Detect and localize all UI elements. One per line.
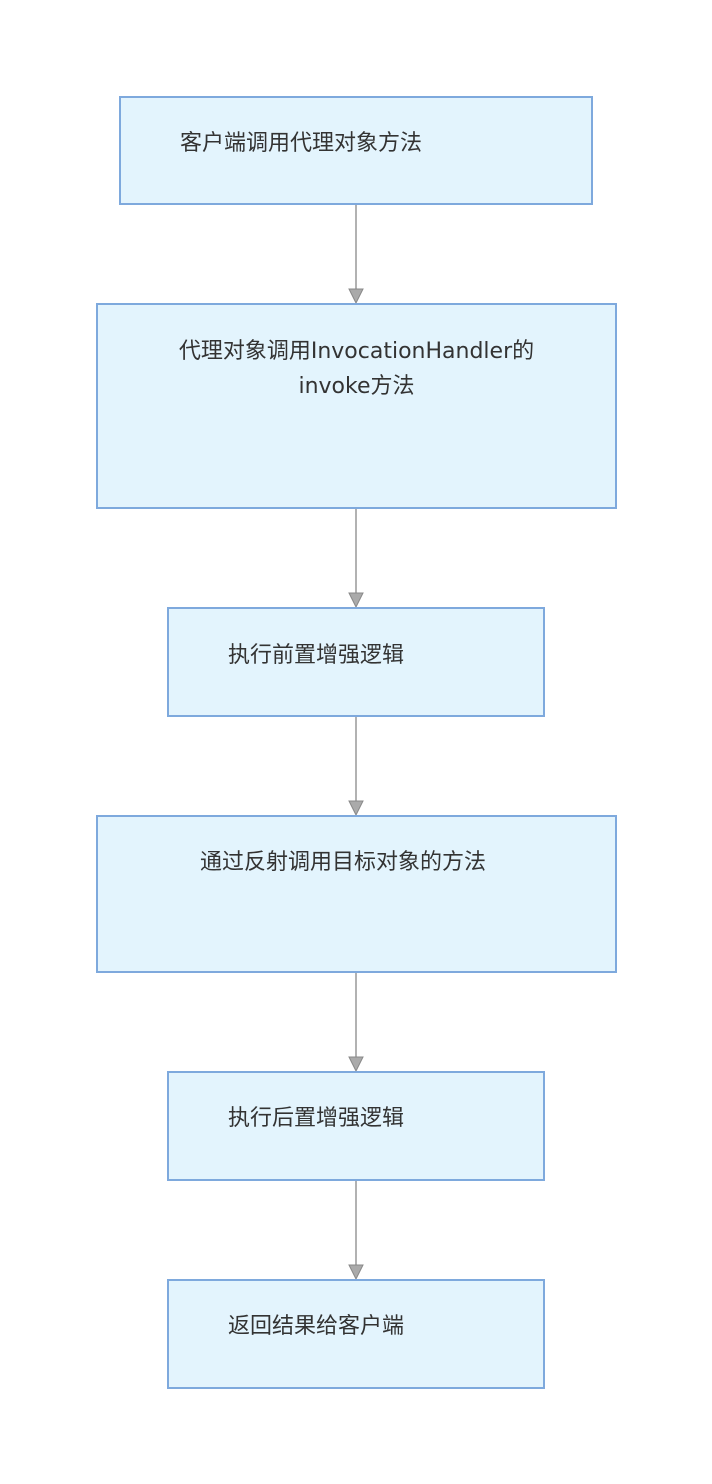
flow-node-return-result — [167, 1279, 545, 1389]
edge-n2-n3 — [348, 508, 364, 609]
edge-n1-n2 — [348, 204, 364, 305]
flow-node-label: 通过反射调用目标对象的方法 — [200, 850, 487, 875]
flow-node-client-call — [119, 96, 593, 205]
flow-node-invocation-handler — [96, 303, 617, 509]
flow-node-label: 执行前置增强逻辑 — [228, 643, 405, 668]
edge-n3-n4 — [348, 716, 364, 817]
flow-node-label: 返回结果给客户端 — [228, 1314, 405, 1339]
flow-node-label: 代理对象调用InvocationHandler的 — [178, 339, 535, 364]
flow-node-after-advice — [167, 1071, 545, 1181]
flow-node-before-advice — [167, 607, 545, 717]
edge-n4-n5 — [348, 972, 364, 1073]
flow-node-label: invoke方法 — [298, 374, 415, 399]
edge-n5-n6 — [348, 1180, 364, 1281]
flow-node-reflect-invoke — [96, 815, 617, 973]
flow-node-label: 客户端调用代理对象方法 — [180, 131, 423, 156]
flow-node-label: 执行后置增强逻辑 — [228, 1106, 405, 1131]
